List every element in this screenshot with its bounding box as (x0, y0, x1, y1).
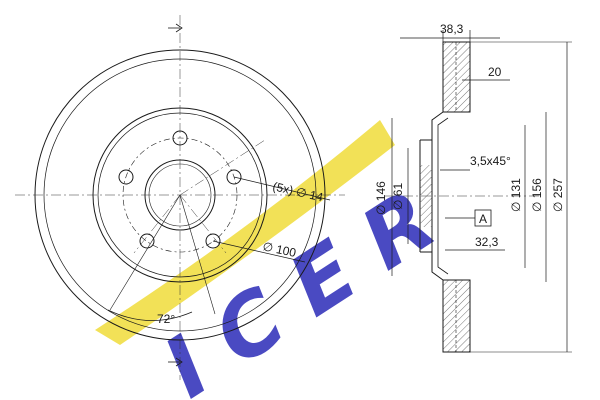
d61-label: ∅ 61 (391, 183, 405, 210)
bolt-hole (118, 169, 134, 185)
friction-ring-top (442, 41, 471, 113)
icer-logo: ICER (95, 120, 452, 400)
overall-width-label: 38,3 (440, 22, 464, 36)
angle-label: 72° (157, 312, 175, 326)
bolt-hole (205, 233, 221, 249)
pcd-label: ∅ 100 (261, 239, 297, 260)
d146-label: ∅ 146 (374, 181, 388, 215)
front-view (15, 15, 345, 380)
d257-label: ∅ 257 (551, 178, 565, 212)
bolt-holes (118, 130, 242, 249)
angle-arc (107, 309, 193, 321)
hat-wall-inner (437, 117, 449, 275)
d156-label: ∅ 156 (530, 178, 544, 212)
pcd-leader (212, 240, 306, 263)
datum-label: A (479, 212, 487, 226)
bolt-hole (139, 233, 155, 249)
logo-swoosh (95, 120, 395, 345)
bolt-hole (226, 169, 242, 185)
d131-label: ∅ 131 (509, 178, 523, 212)
chamfer-label: 3,5x45° (470, 154, 511, 168)
thickness-label: 20 (488, 65, 502, 79)
section-view-labels: 38,3 20 3,5x45° A 32,3 ∅ 146 ∅ 61 ∅ 131 … (374, 22, 565, 249)
section-view (385, 30, 572, 353)
friction-ring-bottom (442, 279, 471, 353)
bolt-hole-leader (233, 176, 331, 201)
offset-label: 32,3 (475, 235, 499, 249)
